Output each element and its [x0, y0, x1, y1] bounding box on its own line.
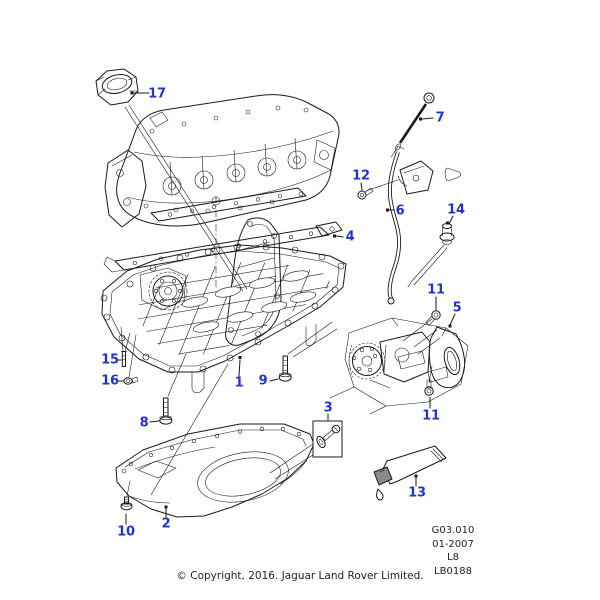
callout-6[interactable]: 6	[395, 203, 405, 219]
sump-gasket-drawing	[103, 187, 343, 289]
fasteners-drawing	[120, 310, 441, 511]
callout-8[interactable]: 8	[139, 415, 149, 431]
callout-12[interactable]: 12	[352, 168, 370, 184]
upper-sump-drawing	[100, 243, 347, 394]
callout-1[interactable]: 1	[234, 375, 244, 391]
callout-11-upper[interactable]: 11	[427, 282, 445, 298]
sealant-tube-drawing	[373, 445, 447, 501]
drawing-sheet: LB0188	[434, 565, 472, 577]
dipstick-tube-drawing	[357, 145, 461, 305]
callout-3[interactable]: 3	[323, 400, 333, 416]
lower-sump-drawing	[115, 423, 315, 518]
oil-pump-assembly-drawing	[329, 317, 469, 415]
drain-plug-inset-box	[269, 420, 343, 480]
copyright-notice: © Copyright, 2016. Jaguar Land Rover Lim…	[176, 570, 424, 582]
callout-16[interactable]: 16	[101, 373, 119, 389]
callout-9[interactable]: 9	[258, 373, 268, 389]
callout-4[interactable]: 4	[345, 229, 355, 245]
callout-17[interactable]: 17	[148, 86, 166, 102]
drawing-date: 01-2007	[432, 538, 474, 550]
callout-5[interactable]: 5	[452, 300, 462, 316]
callout-11-lower[interactable]: 11	[422, 408, 440, 424]
callout-14[interactable]: 14	[447, 202, 465, 218]
engine-block-drawing	[104, 94, 340, 228]
oil-filler-cap-drawing	[95, 68, 139, 106]
callout-leader-lines	[116, 92, 456, 525]
drawing-variant: L8	[447, 552, 459, 563]
callout-7[interactable]: 7	[435, 110, 445, 126]
drawing-number: G03.010	[431, 525, 475, 536]
callout-15[interactable]: 15	[101, 352, 119, 368]
callout-13[interactable]: 13	[408, 485, 426, 501]
callout-leader-dots	[130, 91, 452, 509]
drawing-reference-block: G03.010 01-2007 L8 LB0188	[407, 524, 499, 578]
filler-tube-line	[124, 104, 248, 292]
callout-2[interactable]: 2	[161, 516, 171, 532]
oil-level-sensor-drawing	[407, 223, 455, 288]
callout-10[interactable]: 10	[117, 524, 135, 540]
